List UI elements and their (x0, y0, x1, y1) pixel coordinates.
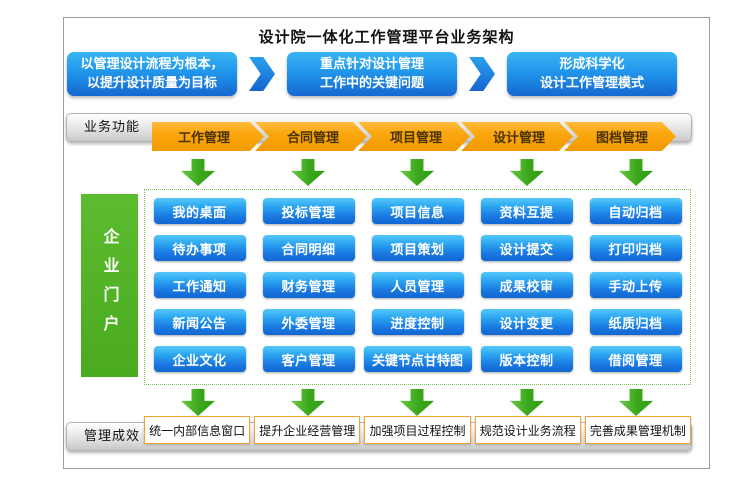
diagram-frame: 设计院一体化工作管理平台业务架构 以管理设计流程为根本， 以提升设计质量为目标 … (63, 17, 710, 469)
module-column: 我的桌面 待办事项 工作通知 新闻公告 企业文化 (145, 190, 254, 384)
module-button[interactable]: 工作通知 (153, 272, 246, 298)
goal-line: 形成科学化 (559, 57, 625, 72)
result-box: 规范设计业务流程 (474, 416, 581, 444)
down-arrow-icon (510, 159, 544, 186)
down-arrow-icon (181, 159, 215, 186)
module-button[interactable]: 借阅管理 (589, 346, 682, 372)
module-button[interactable]: 成果校审 (480, 272, 573, 298)
nav-arrow-row: 工作管理 合同管理 项目管理 设计管理 图档管理 (152, 122, 676, 151)
down-arrow-icon (291, 389, 325, 416)
result-box: 提升企业经营管理 (254, 416, 361, 444)
modules-panel: 我的桌面 待办事项 工作通知 新闻公告 企业文化 投标管理 合同明细 财务管理 … (144, 189, 691, 385)
goal-line: 以提升设计质量为目标 (86, 76, 217, 91)
goal-box: 形成科学化 设计工作管理模式 (507, 52, 677, 96)
module-button[interactable]: 投标管理 (262, 198, 355, 224)
module-button[interactable]: 项目信息 (371, 198, 464, 224)
module-button[interactable]: 设计变更 (480, 309, 573, 335)
down-arrow-icon (510, 389, 544, 416)
down-arrow-icon (619, 389, 653, 416)
module-button[interactable]: 外委管理 (262, 309, 355, 335)
down-arrow-icon (619, 159, 653, 186)
module-column: 资料互提 设计提交 成果校审 设计变更 版本控制 (472, 190, 581, 384)
goal-line: 工作中的关键问题 (319, 76, 424, 91)
nav-arrow[interactable]: 图档管理 (564, 122, 676, 151)
portal-panel: 企业门户 (81, 194, 138, 377)
module-column: 项目信息 项目策划 人员管理 进度控制 关键节点甘特图 (363, 190, 472, 384)
goal-box: 重点针对设计管理 工作中的关键问题 (287, 52, 457, 96)
goal-line: 重点针对设计管理 (319, 57, 424, 72)
module-button[interactable]: 财务管理 (262, 272, 355, 298)
module-button[interactable]: 手动上传 (589, 272, 682, 298)
down-arrow-icon (400, 159, 434, 186)
module-button[interactable]: 新闻公告 (153, 309, 246, 335)
down-arrow-icon (181, 389, 215, 416)
module-button[interactable]: 资料互提 (480, 198, 573, 224)
nav-arrow[interactable]: 项目管理 (358, 122, 470, 151)
result-box: 加强项目过程控制 (364, 416, 471, 444)
module-button[interactable]: 待办事项 (153, 235, 246, 261)
module-button[interactable]: 版本控制 (480, 346, 573, 372)
module-button[interactable]: 进度控制 (371, 309, 464, 335)
result-box: 完善成果管理机制 (584, 416, 692, 444)
portal-label: 企业门户 (100, 227, 120, 344)
module-button[interactable]: 项目策划 (371, 235, 464, 261)
down-arrow-icon (291, 159, 325, 186)
module-button[interactable]: 我的桌面 (153, 198, 246, 224)
module-button[interactable]: 企业文化 (153, 346, 246, 372)
module-column: 投标管理 合同明细 财务管理 外委管理 客户管理 (254, 190, 363, 384)
module-button[interactable]: 打印归档 (589, 235, 682, 261)
nav-arrow[interactable]: 工作管理 (152, 122, 264, 151)
goal-line: 设计工作管理模式 (539, 76, 644, 91)
module-button[interactable]: 人员管理 (371, 272, 464, 298)
flow-chevron-icon (469, 57, 495, 91)
module-button[interactable]: 关键节点甘特图 (363, 346, 472, 372)
goal-box: 以管理设计流程为根本， 以提升设计质量为目标 (67, 52, 237, 96)
module-button[interactable]: 纸质归档 (589, 309, 682, 335)
result-row: 统一内部信息窗口 提升企业经营管理 加强项目过程控制 规范设计业务流程 完善成果… (144, 416, 692, 444)
results-label: 管理成效 (84, 429, 141, 444)
nav-arrow[interactable]: 合同管理 (255, 122, 367, 151)
result-box: 统一内部信息窗口 (144, 416, 251, 444)
module-column: 自动归档 打印归档 手动上传 纸质归档 借阅管理 (581, 190, 690, 384)
down-arrow-icon (400, 389, 434, 416)
flow-chevron-icon (249, 57, 275, 91)
module-button[interactable]: 自动归档 (589, 198, 682, 224)
nav-arrow[interactable]: 设计管理 (461, 122, 573, 151)
goal-row: 以管理设计流程为根本， 以提升设计质量为目标 重点针对设计管理 工作中的关键问题… (67, 52, 681, 96)
functions-label: 业务功能 (84, 120, 141, 135)
page-title: 设计院一体化工作管理平台业务架构 (258, 28, 515, 46)
goal-line: 以管理设计流程为根本， (80, 57, 224, 72)
module-button[interactable]: 客户管理 (262, 346, 355, 372)
module-button[interactable]: 设计提交 (480, 235, 573, 261)
module-button[interactable]: 合同明细 (262, 235, 355, 261)
